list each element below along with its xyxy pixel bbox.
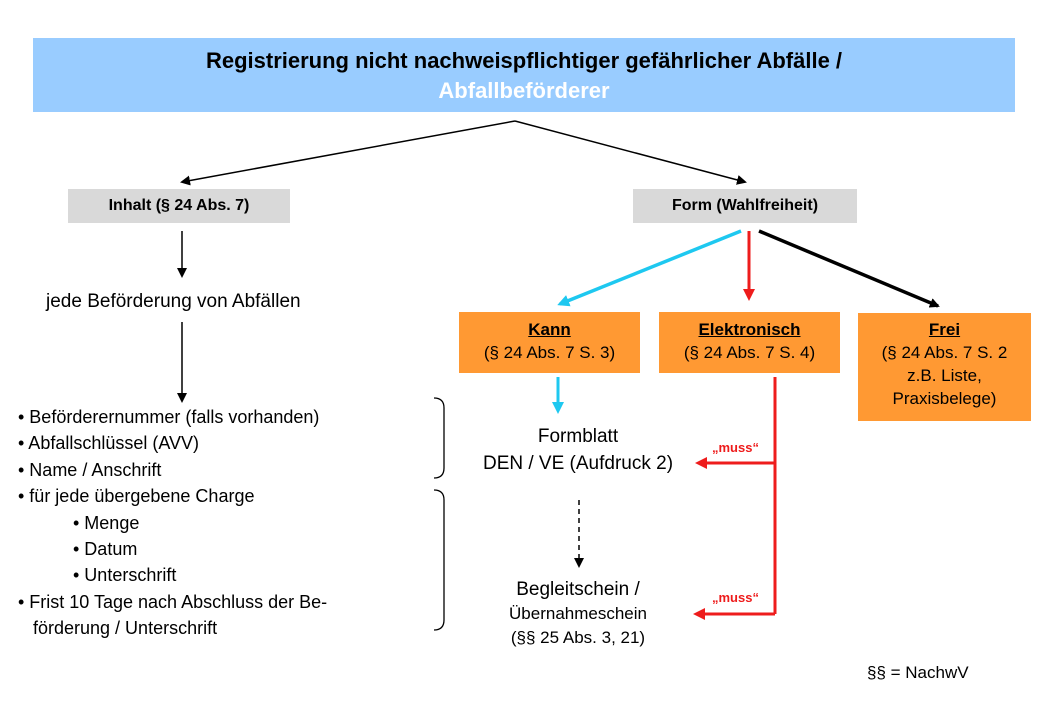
kann-title: Kann (528, 320, 571, 339)
list-item: • Datum (73, 539, 138, 560)
list-item: förderung / Unterschrift (33, 618, 218, 639)
begleitschein-text: Begleitschein / Übernahmeschein (§§ 25 A… (480, 578, 676, 650)
frei-line-3: Praxisbelege) (892, 389, 997, 408)
arrow-title-to-inhalt (180, 120, 516, 186)
arrow-form-to-frei (758, 229, 940, 308)
inhalt-list: • Beförderernummer (falls vorhanden) • A… (18, 404, 327, 642)
kann-box: Kann (§ 24 Abs. 7 S. 3) (459, 312, 640, 373)
kann-ref: (§ 24 Abs. 7 S. 3) (483, 343, 616, 362)
muss-label-lower: „muss“ (712, 590, 759, 605)
title-banner: Registrierung nicht nachweispflichtiger … (33, 38, 1015, 112)
formblatt-line-2: DEN / VE (Aufdruck 2) (482, 453, 674, 474)
elektronisch-box: Elektronisch (§ 24 Abs. 7 S. 4) (659, 312, 840, 373)
arrow-title-to-form (514, 120, 747, 185)
footnote: §§ = NachwV (867, 663, 969, 682)
frei-title: Frei (928, 320, 961, 339)
frei-line-2: z.B. Liste, (907, 366, 982, 385)
brace-lower (433, 489, 445, 631)
begleitschein-line-3: (§§ 25 Abs. 3, 21) (510, 628, 646, 647)
list-item: • Unterschrift (73, 565, 177, 586)
list-item: • Name / Anschrift (18, 459, 162, 480)
list-item: • Frist 10 Tage nach Abschluss der Be- (18, 591, 328, 612)
list-item: • Abfallschlüssel (AVV) (18, 433, 200, 454)
brace-upper (433, 397, 445, 479)
frei-line-1: (§ 24 Abs. 7 S. 2 (881, 343, 1008, 362)
form-box: Form (Wahlfreiheit) (633, 189, 857, 223)
elektronisch-ref: (§ 24 Abs. 7 S. 4) (683, 343, 816, 362)
elektronisch-title: Elektronisch (698, 320, 801, 339)
formblatt-line-1: Formblatt (537, 426, 619, 447)
list-item: • Beförderernummer (falls vorhanden) (18, 407, 320, 427)
list-item: • Menge (73, 512, 140, 533)
muss-label-upper: „muss“ (712, 440, 759, 455)
formblatt-text: Formblatt DEN / VE (Aufdruck 2) (440, 423, 716, 477)
inhalt-box: Inhalt (§ 24 Abs. 7) (68, 189, 290, 223)
frei-box: Frei (§ 24 Abs. 7 S. 2 z.B. Liste, Praxi… (858, 313, 1031, 421)
title-line-1: Registrierung nicht nachweispflichtiger … (205, 48, 843, 73)
begleitschein-line-1: Begleitschein / (516, 579, 640, 600)
begleitschein-line-2: Übernahmeschein (509, 604, 647, 623)
arrow-form-to-kann (557, 229, 742, 307)
title-line-2: Abfallbeförderer (438, 78, 610, 103)
list-item: • für jede übergebene Charge (18, 486, 255, 507)
befoerderung-text: jede Beförderung von Abfällen (46, 291, 301, 312)
